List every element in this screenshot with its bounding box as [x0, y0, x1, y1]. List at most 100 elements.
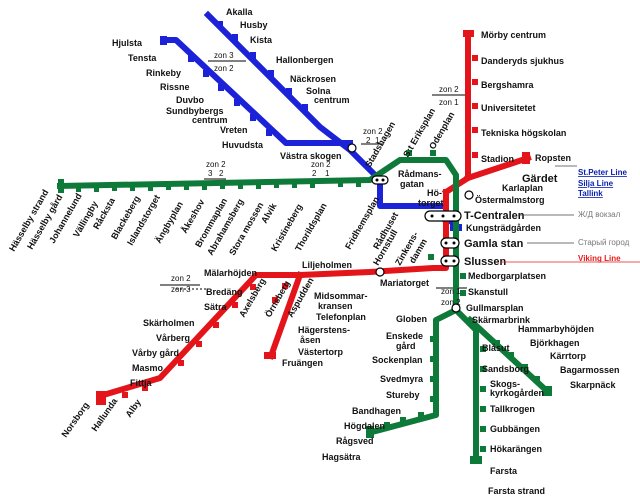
station-midsommarkransen[interactable]: Midsommar-	[314, 291, 368, 301]
station-rinkeby[interactable]: Rinkeby	[146, 68, 181, 78]
station-bagarmossen[interactable]: Bagarmossen	[560, 365, 620, 375]
station-svedmyra[interactable]: Svedmyra	[380, 374, 424, 384]
station-karlaplan[interactable]: Karlaplan	[502, 183, 543, 193]
green-line-hasselby-branch	[56, 157, 459, 313]
station-morby-centrum[interactable]: Mörby centrum	[481, 30, 546, 40]
station-skarpnack[interactable]: Skarpnäck	[570, 380, 617, 390]
station-labels: Akalla Husby Kista Hallonbergen Näckrose…	[7, 7, 619, 496]
station-bergshamra[interactable]: Bergshamra	[481, 80, 535, 90]
station-nackrosen[interactable]: Näckrosen	[290, 74, 336, 84]
station-hotorget[interactable]: Hö-	[427, 188, 442, 198]
station-vastertorp[interactable]: Västertorp	[298, 347, 344, 357]
zone-label: zon 2	[206, 160, 226, 169]
station-bandhagen[interactable]: Bandhagen	[352, 406, 401, 416]
station-hjulsta[interactable]: Hjulsta	[112, 38, 143, 48]
station-bjorkhagen[interactable]: Björkhagen	[530, 338, 580, 348]
station-sundbyberg[interactable]: Sundbybergs	[166, 106, 224, 116]
station-varberg[interactable]: Vårberg	[156, 333, 190, 343]
station-racksta[interactable]: Råcksta	[91, 195, 117, 231]
station-fittja[interactable]: Fittja	[130, 378, 152, 388]
station-malarhojden[interactable]: Mälarhöjden	[204, 268, 257, 278]
link-st-peter-line[interactable]: St.Peter Line	[578, 168, 627, 177]
label-railway-station: Ж/Д вокзал	[578, 210, 621, 219]
station-gubbangen[interactable]: Gubbängen	[490, 424, 540, 434]
station-enskede-gard[interactable]: Enskede	[386, 331, 423, 341]
station-duvbo[interactable]: Duvbo	[176, 95, 205, 105]
station-gardet[interactable]: Gärdet	[522, 173, 558, 185]
station-farsta-strand[interactable]: Farsta strand	[488, 486, 545, 496]
zone-label: zon 2	[214, 64, 234, 73]
zone-label: zon 2	[441, 298, 461, 307]
station-tensta[interactable]: Tensta	[128, 53, 157, 63]
station-vreten[interactable]: Vreten	[220, 125, 248, 135]
link-viking-line[interactable]: Viking Line	[578, 254, 621, 263]
station-t-centralen[interactable]: T-Centralen	[464, 210, 525, 222]
zone-label: 2	[312, 169, 317, 178]
station-angbyplan[interactable]: Ängbyplan	[153, 200, 185, 245]
station-hammarbyhojden[interactable]: Hammarbyhöjden	[518, 324, 594, 334]
station-radmansgatan[interactable]: Rådmans-	[398, 169, 442, 179]
station-akalla[interactable]: Akalla	[226, 7, 254, 17]
station-rissne[interactable]: Rissne	[160, 82, 190, 92]
station-vastra-skogen[interactable]: Västra skogen	[280, 151, 342, 161]
station-karrtorp[interactable]: Kärrtorp	[550, 351, 587, 361]
zone-label: zon 1	[441, 287, 461, 296]
station-masmo[interactable]: Masmo	[132, 363, 164, 373]
station-tallkrogen[interactable]: Tallkrogen	[490, 404, 535, 414]
station-alby[interactable]: Alby	[123, 397, 142, 419]
station-husby[interactable]: Husby	[240, 20, 268, 30]
station-hagerstensasen-2: åsen	[300, 335, 321, 345]
station-hallonbergen[interactable]: Hallonbergen	[276, 55, 334, 65]
station-sockenplan[interactable]: Sockenplan	[372, 355, 423, 365]
station-sandsborg[interactable]: Sandsborg	[482, 364, 529, 374]
station-bredang[interactable]: Bredäng	[206, 287, 243, 297]
station-huvudsta[interactable]: Huvudsta	[222, 140, 264, 150]
station-farsta[interactable]: Farsta	[490, 466, 518, 476]
station-hagsatra[interactable]: Hagsätra	[322, 452, 362, 462]
red-line-fruangen-branch	[267, 271, 304, 360]
station-blasut[interactable]: Blåsut	[482, 343, 510, 353]
station-skanstull[interactable]: Skanstull	[468, 287, 508, 297]
station-hogdalen[interactable]: Högdalen	[344, 421, 385, 431]
station-solna[interactable]: Solna	[306, 86, 331, 96]
station-skarmarbrink[interactable]: Skärmarbrink	[472, 315, 531, 325]
station-globen[interactable]: Globen	[396, 314, 427, 324]
zone-label: zon 1	[439, 98, 459, 107]
green-line-farsta-branch	[451, 305, 479, 463]
station-gamla-stan[interactable]: Gamla stan	[464, 238, 524, 250]
zone-label: zon 3	[214, 51, 234, 60]
station-universitetet[interactable]: Universitetet	[481, 103, 536, 113]
station-skarholmen[interactable]: Skärholmen	[143, 318, 195, 328]
station-liljeholmen[interactable]: Liljeholmen	[302, 260, 352, 270]
station-stureby[interactable]: Stureby	[386, 390, 420, 400]
station-medborgarplatsen[interactable]: Medborgarplatsen	[468, 271, 546, 281]
station-midsommarkransen-2: kransen	[318, 301, 353, 311]
station-slussen[interactable]: Slussen	[464, 256, 506, 268]
link-silja-line[interactable]: Silja Line	[578, 179, 614, 188]
station-hagerstensasen[interactable]: Hägerstens-	[298, 325, 350, 335]
station-varby-gard[interactable]: Vårby gård	[132, 348, 179, 358]
station-tekniska-hogskolan[interactable]: Tekniska högskolan	[481, 128, 566, 138]
station-mariatorget[interactable]: Mariatorget	[380, 278, 429, 288]
link-tallink[interactable]: Tallink	[578, 189, 603, 198]
station-fruangen[interactable]: Fruängen	[282, 358, 323, 368]
station-ostermalmstorg[interactable]: Östermalmstorg	[475, 195, 545, 205]
green-line-hagsatra-branch	[368, 305, 461, 436]
station-stadion[interactable]: Stadion	[481, 154, 514, 164]
interchanges	[347, 143, 474, 313]
station-ragsved[interactable]: Rågsved	[336, 436, 374, 446]
station-norsborg[interactable]: Norsborg	[59, 400, 90, 439]
blue-line-akalla-branch	[203, 10, 385, 185]
station-hotorget-2: torget	[418, 198, 444, 208]
station-danderyds-sjukhus[interactable]: Danderyds sjukhus	[481, 56, 564, 66]
station-ropsten[interactable]: Ropsten	[535, 153, 571, 163]
station-telefonplan[interactable]: Telefonplan	[316, 312, 366, 322]
station-skogskyrkogarden[interactable]: Skogs-	[490, 379, 520, 389]
station-kungstradgarden[interactable]: Kungsträdgården	[466, 223, 541, 233]
station-hokarangen[interactable]: Hökarängen	[490, 444, 542, 454]
station-kista[interactable]: Kista	[250, 35, 273, 45]
station-gullmarsplan[interactable]: Gullmarsplan	[466, 303, 524, 313]
station-satra[interactable]: Sätra	[204, 302, 228, 312]
interchange-dots	[375, 178, 456, 263]
station-sundbyberg-centrum: centrum	[192, 115, 228, 125]
